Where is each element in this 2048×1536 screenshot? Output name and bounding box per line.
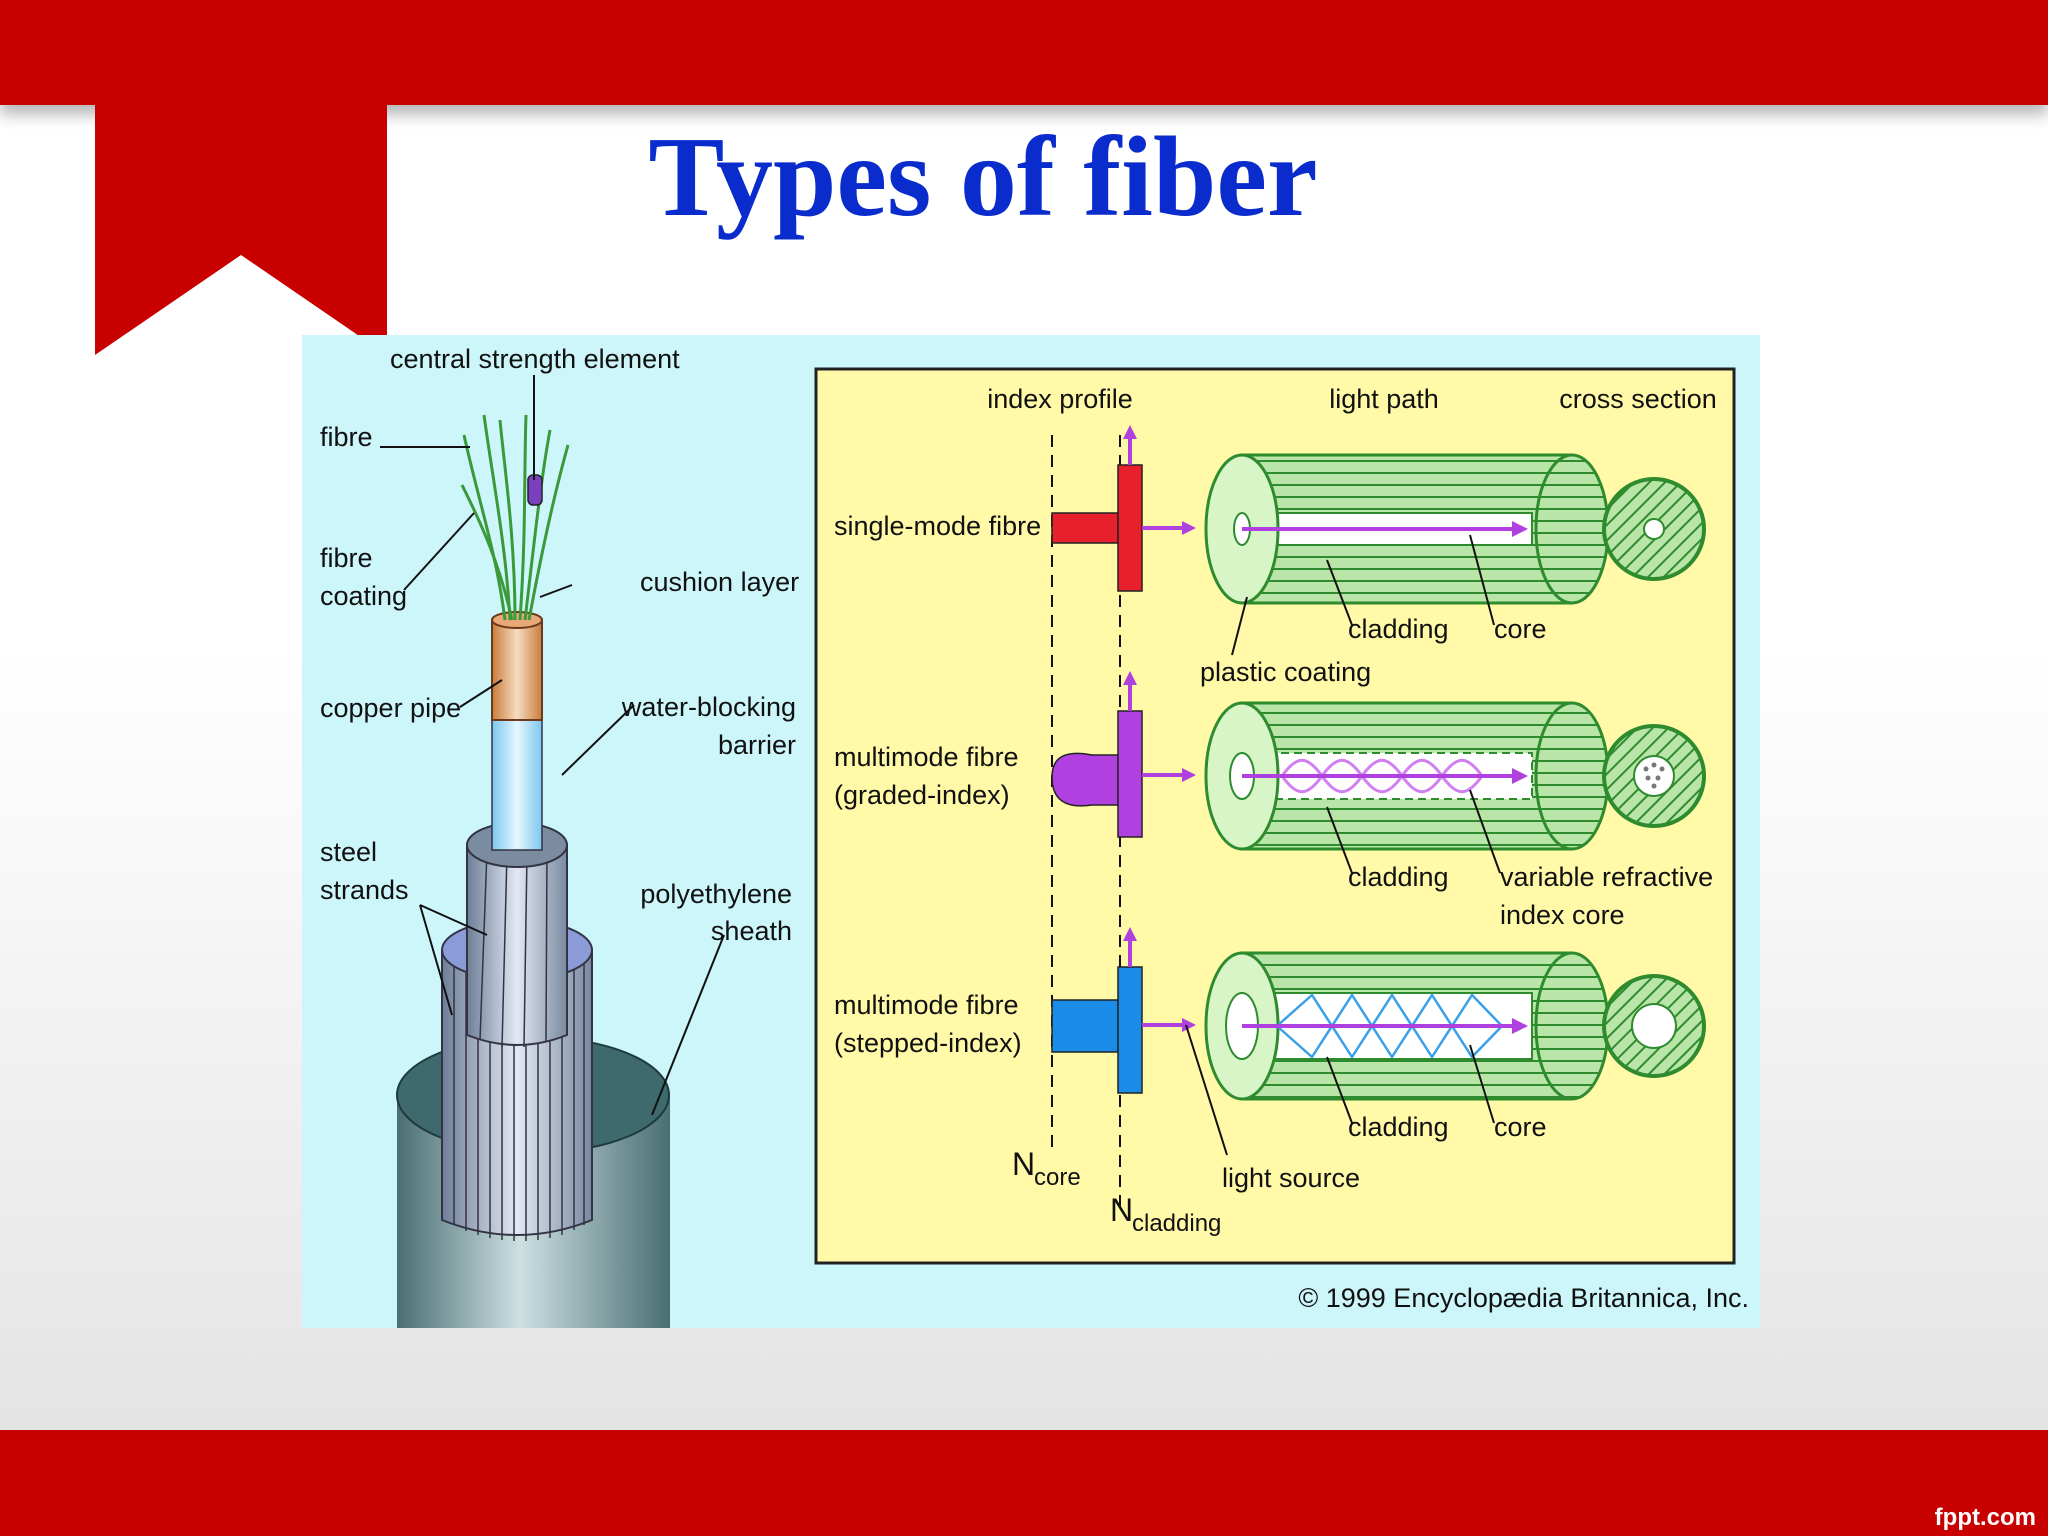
label-water-blocking-2: barrier — [718, 730, 796, 760]
row-graded-index: multimode fibre (graded-index) cladding … — [834, 671, 1713, 930]
label-fibre-coating-1: fibre — [320, 543, 373, 573]
row3-core: core — [1494, 1112, 1547, 1142]
label-fibre: fibre — [320, 422, 373, 452]
fiber-diagram: central strength element fibre fibre coa… — [302, 335, 1760, 1328]
n-core-subscript: core — [1034, 1164, 1081, 1191]
row1-cladding: cladding — [1348, 614, 1449, 644]
label-steel-strands-2: strands — [320, 875, 409, 905]
header-cross-section: cross section — [1559, 384, 1717, 414]
n-core-symbol: N — [1012, 1146, 1035, 1182]
cable-illustration — [396, 414, 670, 1328]
label-plastic-coating: plastic coating — [1200, 657, 1371, 687]
row2-name-2: (graded-index) — [834, 780, 1010, 810]
label-polyethylene-2: sheath — [711, 916, 792, 946]
row1-name: single-mode fibre — [834, 511, 1041, 541]
row3-cladding: cladding — [1348, 1112, 1449, 1142]
n-cladding-symbol: N — [1110, 1192, 1133, 1228]
bottom-banner-bar: fppt.com — [0, 1430, 2048, 1536]
row1-core: core — [1494, 614, 1547, 644]
cable-labels: central strength element fibre fibre coa… — [320, 344, 799, 946]
label-steel-strands-1: steel — [320, 837, 377, 867]
header-index-profile: index profile — [987, 384, 1133, 414]
copyright-text: © 1999 Encyclopædia Britannica, Inc. — [1298, 1283, 1749, 1313]
row-stepped-index: multimode fibre (stepped-index) cladding… — [834, 927, 1706, 1193]
n-cladding-subscript: cladding — [1132, 1210, 1221, 1237]
label-light-source: light source — [1222, 1163, 1360, 1193]
header-light-path: light path — [1329, 384, 1439, 414]
row-single-mode: single-mode fibre cladding core plastic … — [834, 425, 1706, 687]
label-central-strength-element: central strength element — [390, 344, 680, 374]
row2-name-1: multimode fibre — [834, 742, 1019, 772]
label-polyethylene-1: polyethylene — [640, 879, 792, 909]
row2-cladding: cladding — [1348, 862, 1449, 892]
label-cushion-layer: cushion layer — [640, 567, 799, 597]
label-fibre-coating-2: coating — [320, 581, 407, 611]
watermark-text: fppt.com — [1934, 1504, 2036, 1531]
label-water-blocking-1: water-blocking — [621, 692, 796, 722]
slide-title: Types of fiber — [648, 113, 1318, 240]
row3-name-1: multimode fibre — [834, 990, 1019, 1020]
row3-name-2: (stepped-index) — [834, 1028, 1022, 1058]
cable-leader-lines — [380, 375, 725, 1116]
label-copper-pipe: copper pipe — [320, 693, 461, 723]
row2-core-1: variable refractive — [1500, 862, 1713, 892]
ribbon-bookmark — [95, 0, 387, 355]
row2-core-2: index core — [1500, 900, 1625, 930]
